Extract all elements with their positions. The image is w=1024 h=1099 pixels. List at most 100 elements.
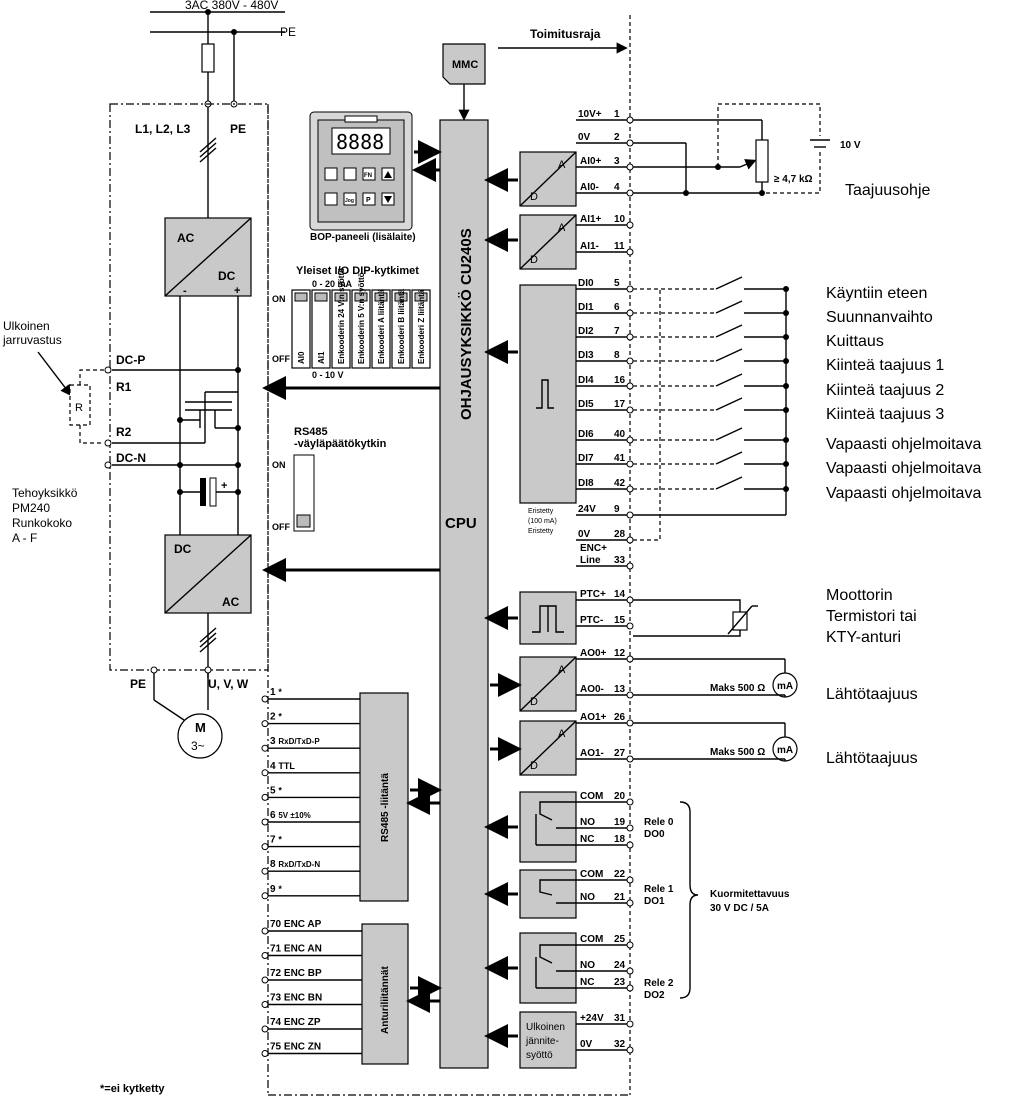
- rs485-termination-switch[interactable]: [293, 454, 315, 532]
- terminal-name: 24V: [578, 504, 596, 515]
- svg-text:U, V, W: U, V, W: [208, 677, 249, 691]
- rs485-pin-label: 1 *: [270, 687, 282, 698]
- svg-text:-: -: [183, 285, 187, 297]
- dip-switch[interactable]: [331, 289, 351, 369]
- cpu-title: OHJAUSYKSIKKÖ CU240S: [458, 228, 475, 420]
- dip-switch[interactable]: [391, 289, 411, 369]
- svg-text:ON: ON: [272, 294, 286, 304]
- dip-switch-label: AI1: [317, 351, 326, 364]
- svg-text:AC: AC: [177, 231, 195, 245]
- terminal-name: COM: [580, 934, 603, 945]
- terminal-number: 6: [614, 302, 620, 313]
- control-unit-boundary: [267, 104, 630, 1096]
- terminal-number: 32: [614, 1039, 626, 1050]
- terminal-name: AI0+: [580, 156, 602, 167]
- di-function-label: Kiinteä taajuus 2: [826, 382, 944, 399]
- encoder-interface: [361, 923, 409, 1065]
- terminal-name: PTC+: [580, 589, 606, 600]
- svg-text:RS485: RS485: [294, 426, 328, 438]
- svg-text:OFF: OFF: [272, 354, 290, 364]
- dip-switch[interactable]: [311, 289, 331, 369]
- svg-text:Jog: Jog: [345, 198, 354, 204]
- delivery-boundary-label: Toimitusraja: [530, 27, 601, 41]
- terminal-number: 21: [614, 892, 626, 903]
- cpu-control-unit: [439, 119, 489, 1069]
- di-function-label: Vapaasti ohjelmoitava: [826, 436, 981, 453]
- svg-text:DO2: DO2: [644, 990, 665, 1001]
- dip-switch-label: AI0: [297, 351, 306, 364]
- terminal-number: 24: [614, 960, 626, 971]
- encoder-pin-label: 71 ENC AN: [270, 944, 322, 955]
- svg-text:-väyläpäätökytkin: -väyläpäätökytkin: [294, 438, 387, 450]
- terminal-name: AO1-: [580, 748, 604, 759]
- svg-text:PE: PE: [130, 677, 146, 691]
- svg-text:D: D: [530, 191, 538, 203]
- dip-switch-label: Enkooderin 24 V:n syöttö: [337, 268, 346, 364]
- terminal-number: 31: [614, 1013, 626, 1024]
- svg-text:D: D: [530, 760, 538, 772]
- relay: [519, 932, 577, 1004]
- terminal-name: DI2: [578, 326, 594, 337]
- svg-text:(100 mA): (100 mA): [528, 518, 557, 525]
- terminal-name: NC: [580, 834, 594, 845]
- terminal-name: DI8: [578, 478, 594, 489]
- terminal-number: 23: [614, 977, 626, 988]
- terminal-number: 1: [614, 109, 620, 120]
- input-lines: L1, L2, L3: [135, 122, 191, 136]
- svg-text:RS485 -liitäntä: RS485 -liitäntä: [380, 773, 391, 842]
- bop-label: BOP-paneeli (lisälaite): [310, 232, 416, 243]
- terminal-number: 40: [614, 429, 626, 440]
- dip-switch[interactable]: [411, 289, 431, 369]
- terminal-number: 4: [614, 182, 620, 193]
- terminal-number: 18: [614, 834, 626, 845]
- svg-text:jännite-: jännite-: [525, 1036, 559, 1047]
- terminal-name: 0V: [578, 132, 591, 143]
- dip-switch-label: Enkooderi Z liitäntä: [417, 289, 426, 364]
- svg-text:Anturiliitännät: Anturiliitännät: [380, 966, 391, 1034]
- terminal-name: 0V: [578, 529, 591, 540]
- terminal-name: AI1-: [580, 241, 599, 252]
- di-function-label: Käyntiin eteen: [826, 285, 927, 302]
- di-function-label: Vapaasti ohjelmoitava: [826, 460, 981, 477]
- svg-text:Rele 1: Rele 1: [644, 884, 674, 895]
- terminal-number: 10: [614, 214, 626, 225]
- svg-text:DO1: DO1: [644, 896, 665, 907]
- dip-switch[interactable]: [291, 289, 311, 369]
- terminal-number: 19: [614, 817, 626, 828]
- rs485-pin-label: 3 RxD/TxD-P: [270, 736, 320, 747]
- r2-label: R2: [116, 425, 132, 439]
- terminal-number: 12: [614, 648, 626, 659]
- svg-text:3~: 3~: [191, 739, 205, 753]
- input-pe: PE: [230, 122, 246, 136]
- svg-text:Eristetty: Eristetty: [528, 508, 554, 515]
- dcn-label: DC-N: [116, 451, 146, 465]
- svg-text:Line: Line: [580, 555, 601, 566]
- bop-panel[interactable]: 8888 FN Jog P: [309, 111, 413, 231]
- terminal-name: DI0: [578, 278, 594, 289]
- svg-text:D: D: [530, 254, 538, 266]
- terminal-number: 2: [614, 132, 620, 143]
- svg-text:Ulkoinen: Ulkoinen: [526, 1022, 565, 1033]
- terminal-name: DI3: [578, 350, 594, 361]
- terminal-number: 11: [614, 241, 625, 252]
- rs485-pin-label: 6 5V ±10%: [270, 810, 311, 821]
- encoder-pin-label: 75 ENC ZN: [270, 1042, 321, 1053]
- encoder-pin-label: 73 ENC BN: [270, 993, 322, 1004]
- terminal-number: 5: [614, 278, 620, 289]
- dip-switch[interactable]: [371, 289, 391, 369]
- svg-text:ENC+: ENC+: [580, 543, 607, 554]
- dip-switch[interactable]: [351, 289, 371, 369]
- svg-text:Maks 500 Ω: Maks 500 Ω: [710, 683, 765, 694]
- terminal-number: 3: [614, 156, 620, 167]
- svg-text:KTY-anturi: KTY-anturi: [826, 629, 901, 646]
- svg-text:mA: mA: [777, 681, 793, 692]
- svg-text:mA: mA: [777, 745, 793, 756]
- encoder-pin-label: 70 ENC AP: [270, 919, 322, 930]
- terminal-name: COM: [580, 869, 603, 880]
- supply-voltage: 3AC 380V - 480V: [185, 0, 278, 12]
- terminal-number: 14: [614, 589, 626, 600]
- svg-text:≥ 4,7 kΩ: ≥ 4,7 kΩ: [774, 174, 813, 185]
- svg-text:+: +: [221, 480, 227, 492]
- motor-symbol: [177, 713, 223, 759]
